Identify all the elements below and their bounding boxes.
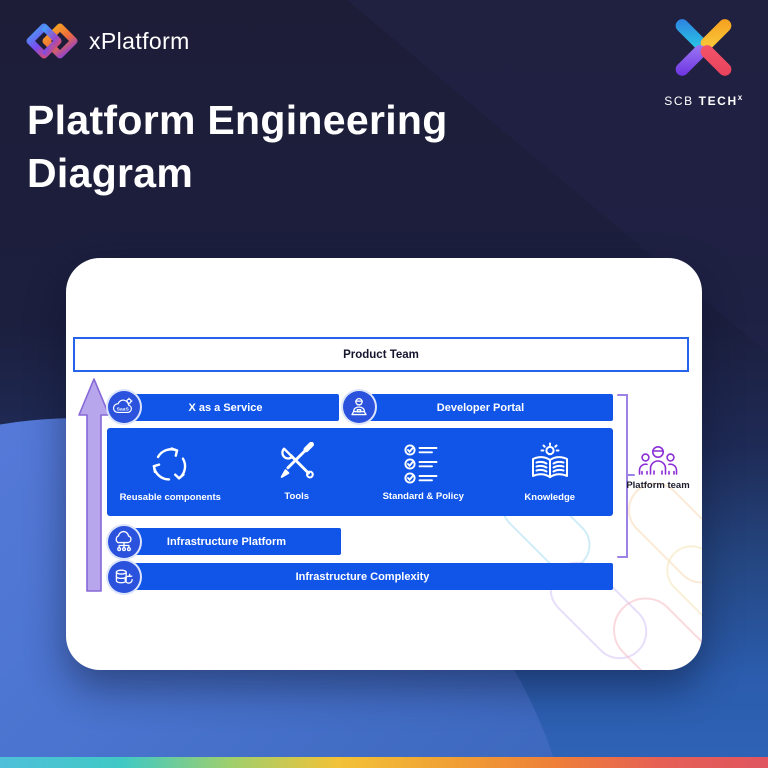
developer-portal-bar: Developer Portal (348, 394, 613, 421)
capability-label: Reusable components (119, 492, 221, 503)
rainbow-strip (0, 757, 768, 768)
platform-team: Platform team (622, 443, 694, 491)
platform-team-bracket (617, 394, 635, 558)
capability-standard-policy: Standard & Policy (360, 428, 487, 516)
infrastructure-platform-bar: Infrastructure Platform (112, 528, 341, 555)
cloud-network-icon (106, 524, 142, 560)
tools-icon (280, 442, 314, 479)
capability-label: Tools (284, 491, 310, 502)
product-team-label: Product Team (343, 348, 419, 361)
x-as-a-service-label: X as a Service (188, 401, 263, 414)
page-title-line2: Diagram (27, 150, 194, 197)
developer-portal-label: Developer Portal (436, 401, 525, 414)
svg-text:SaaS: SaaS (117, 406, 130, 412)
capability-label: Knowledge (524, 492, 576, 503)
brand-name: xPlatform (89, 27, 190, 54)
capability-label: Standard & Policy (382, 491, 464, 502)
platform-capabilities-box: Reusable components Tools (107, 428, 613, 516)
infrastructure-platform-label: Infrastructure Platform (166, 535, 287, 548)
recycle-icon (151, 447, 192, 485)
xplatform-logo-icon (26, 22, 78, 60)
platform-team-label: Platform team (626, 480, 690, 491)
capability-reusable-components: Reusable components (107, 428, 234, 516)
saas-cloud-icon: SaaS (106, 389, 142, 425)
page-title: Platform Engineering Diagram (27, 94, 448, 201)
diagram-card: Product Team X as a Service Developer Po… (66, 258, 702, 670)
capability-knowledge: Knowledge (487, 428, 614, 516)
developer-icon (341, 389, 377, 425)
checklist-icon (404, 444, 438, 484)
x-as-a-service-bar: X as a Service (112, 394, 339, 421)
book-idea-icon (531, 442, 568, 479)
scb-techx-logo: SCB TECHx (662, 16, 746, 108)
infrastructure-complexity-label: Infrastructure Complexity (295, 570, 430, 583)
database-stack-icon (106, 559, 142, 595)
product-team-bar: Product Team (73, 337, 689, 372)
scb-x-capsule-red (697, 42, 735, 79)
page-title-line1: Platform Engineering (27, 97, 448, 143)
scb-x-icon (672, 16, 736, 86)
infrastructure-complexity-bar: Infrastructure Complexity (112, 563, 613, 590)
capability-tools: Tools (234, 428, 361, 516)
scb-techx-label: SCB TECHx (664, 93, 744, 108)
team-group-icon (638, 446, 678, 475)
brand-logo: xPlatform (26, 22, 190, 60)
